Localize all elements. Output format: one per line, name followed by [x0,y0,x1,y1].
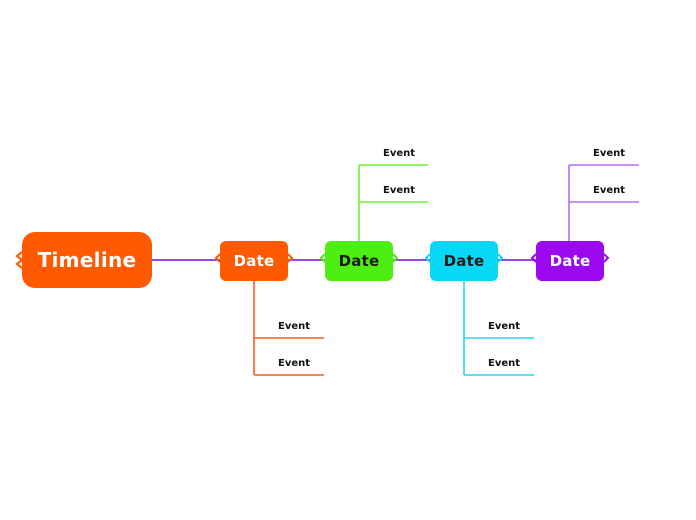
event-label-date1-2[interactable]: Event [278,358,311,369]
root-node-timeline[interactable]: Timeline [22,232,152,288]
event-label-date2-1[interactable]: Event [383,148,416,159]
date-node-4[interactable]: Date [536,241,604,281]
date-node-3[interactable]: Date [430,241,498,281]
event-label-date3-2[interactable]: Event [488,358,521,369]
date1-right-notch-icon [287,253,294,263]
event-label-date1-1[interactable]: Event [278,321,311,332]
date3-right-notch-icon [497,253,504,263]
date2-right-notch-icon [392,253,399,263]
event-label-date4-2[interactable]: Event [593,185,626,196]
date-node-2[interactable]: Date [325,241,393,281]
date4-right-notch-icon [603,253,610,263]
event-label-date2-2[interactable]: Event [383,185,416,196]
event-label-date4-1[interactable]: Event [593,148,626,159]
date-node-1[interactable]: Date [220,241,288,281]
event-label-date3-1[interactable]: Event [488,321,521,332]
